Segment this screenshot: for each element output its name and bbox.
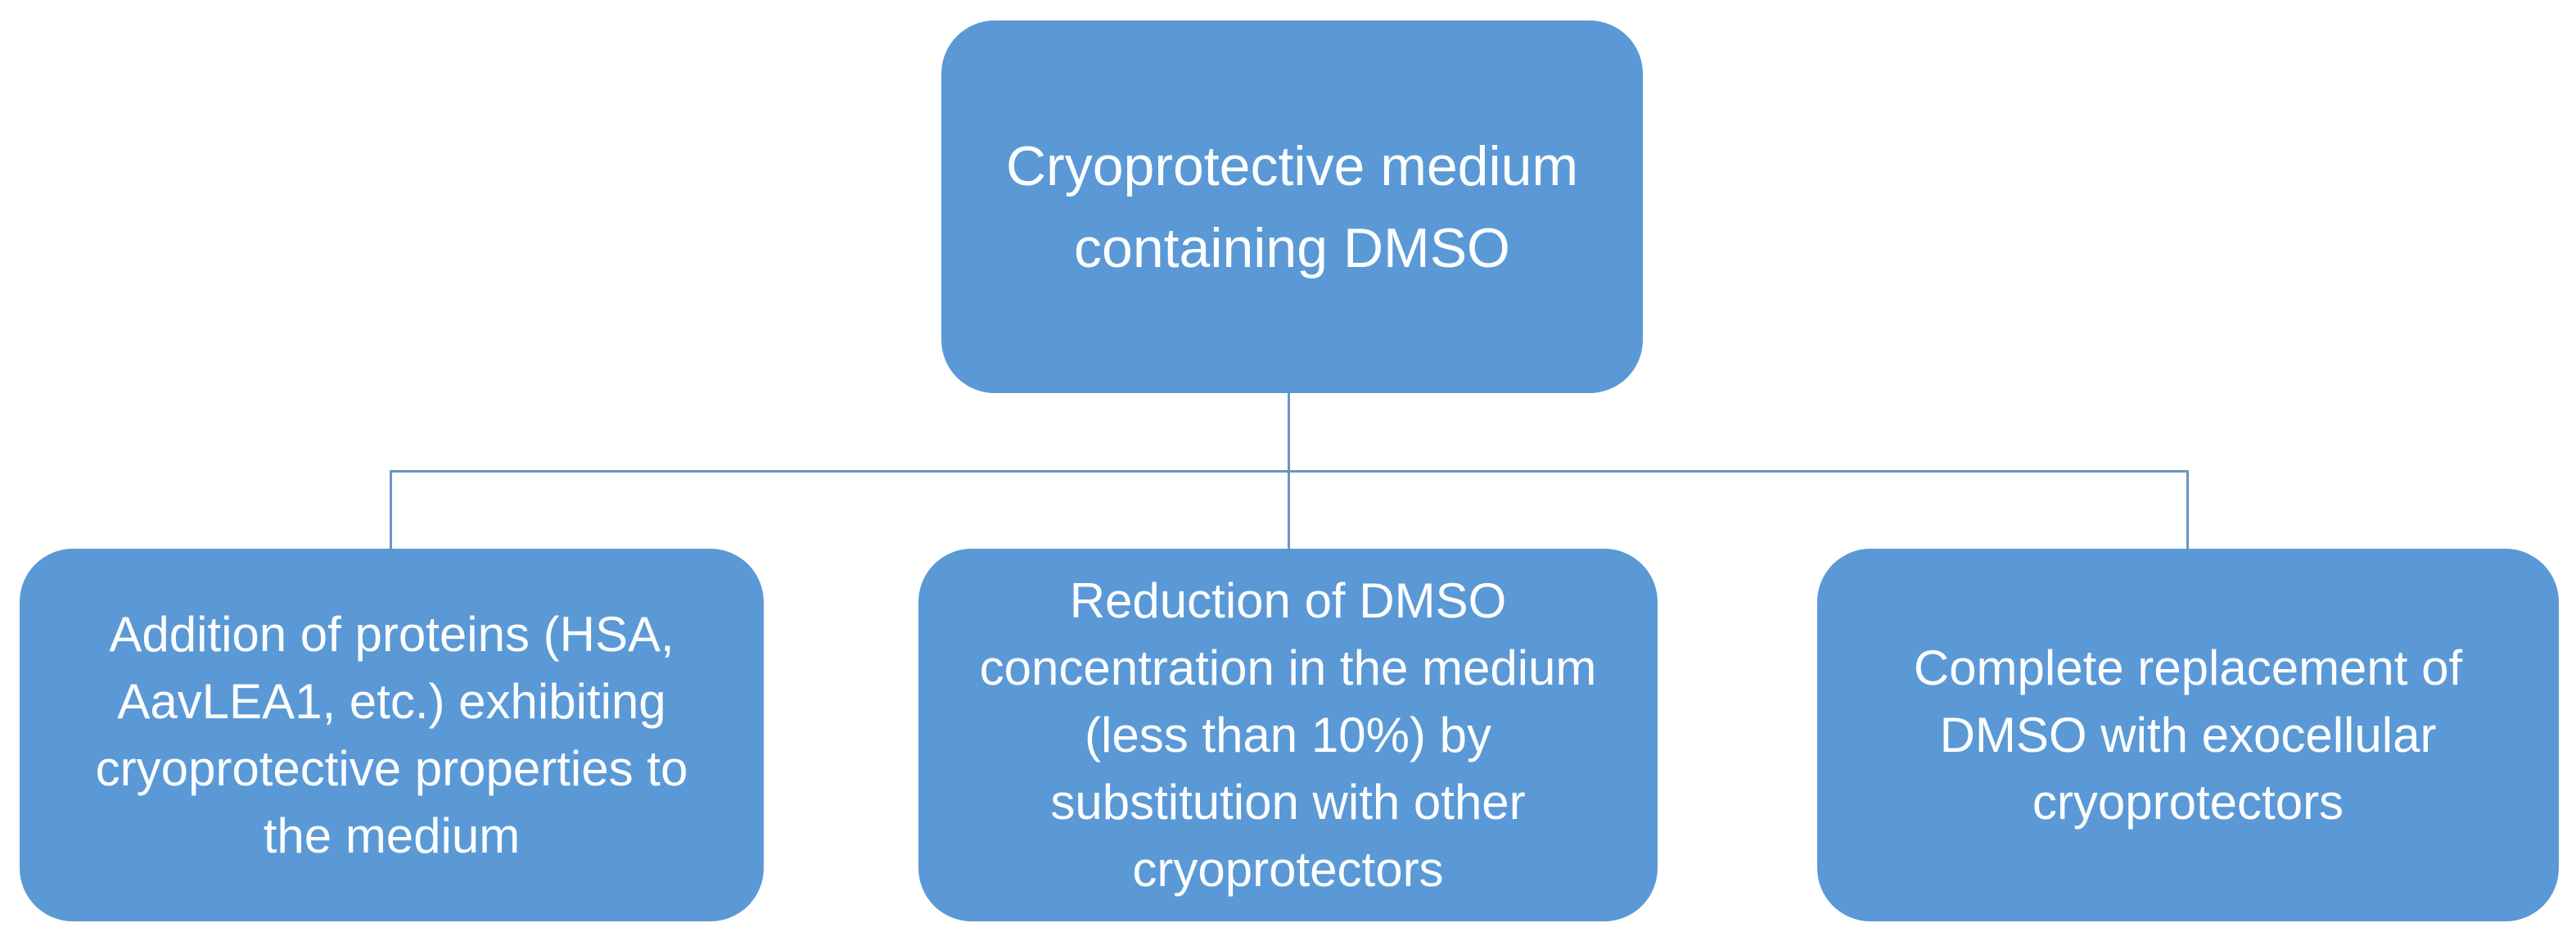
node-reduction-of-dmso: Reduction of DMSO concentration in the m… — [918, 549, 1658, 921]
node-addition-of-proteins: Addition of proteins (HSA, AavLEA1, etc.… — [20, 549, 764, 921]
node-cryoprotective-medium: Cryoprotective medium containing DMSO — [941, 20, 1643, 393]
connector-left-drop — [390, 470, 392, 549]
connector-right-drop — [2186, 470, 2189, 549]
connector-horizontal-bar — [390, 470, 2189, 473]
node-complete-replacement: Complete replacement of DMSO with exocel… — [1817, 549, 2559, 921]
